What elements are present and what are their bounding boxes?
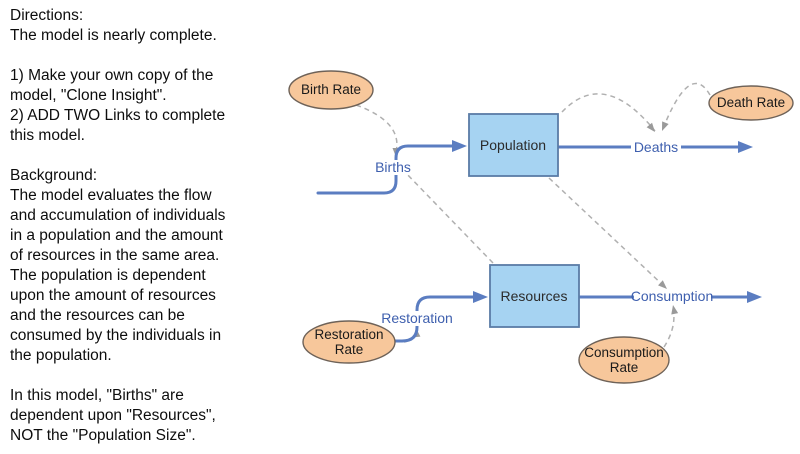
stock-population[interactable]: Population [468,113,559,177]
flow-restoration-label[interactable]: Restoration [381,310,453,326]
link-death-rate-to-deaths[interactable] [661,82,711,132]
variable-birth-rate-label: Birth Rate [301,82,361,97]
stock-resources-box[interactable] [489,264,580,328]
flow-arrowhead-births [452,140,467,152]
flow-deaths-label-bg [631,140,681,155]
link-population-to-deaths[interactable] [561,93,656,132]
flow-consumption-label[interactable]: Consumption [631,288,714,304]
stock-resources-label: Resources [501,288,568,304]
variable-birth-rate-ellipse[interactable] [288,70,374,110]
flow-births-label-bg [371,160,415,175]
flow-arrowhead-deaths [738,141,753,153]
flow-deaths-label[interactable]: Deaths [634,139,678,155]
variable-restoration-rate-label-line2: Rate [335,342,364,357]
link-resources-to-births[interactable] [402,169,494,264]
variable-restoration-rate[interactable]: Restoration Rate [302,320,396,364]
link-arrowhead [658,280,667,289]
flow-arrowhead-restoration [473,291,488,303]
variable-consumption-rate-label-line2: Rate [610,360,639,375]
link-arrowhead [662,121,669,131]
variable-death-rate[interactable]: Death Rate [708,85,794,121]
flow-restoration-label-bg [381,311,453,326]
stock-resources[interactable]: Resources [489,264,580,328]
variable-restoration-rate-ellipse[interactable] [302,320,396,364]
flow-births-label[interactable]: Births [375,159,411,175]
instructions-text: Directions: The model is nearly complete… [10,7,226,444]
variable-consumption-rate[interactable]: Consumption Rate [578,336,670,384]
stock-population-box[interactable] [468,113,559,177]
flow-consumption-label-bg [634,289,711,304]
variable-consumption-rate-ellipse[interactable] [578,336,670,384]
link-birth-rate-to-births[interactable] [355,104,398,153]
variable-birth-rate[interactable]: Birth Rate [288,70,374,110]
flow-arrowhead-consumption [747,291,762,303]
variable-consumption-rate-label-line1: Consumption [584,345,664,360]
variable-restoration-rate-label-line1: Restoration [314,327,383,342]
variable-death-rate-ellipse[interactable] [708,85,794,121]
stock-population-label: Population [480,137,546,153]
link-arrowhead [671,305,679,315]
variable-death-rate-label: Death Rate [717,95,785,110]
link-arrowhead [646,122,655,132]
